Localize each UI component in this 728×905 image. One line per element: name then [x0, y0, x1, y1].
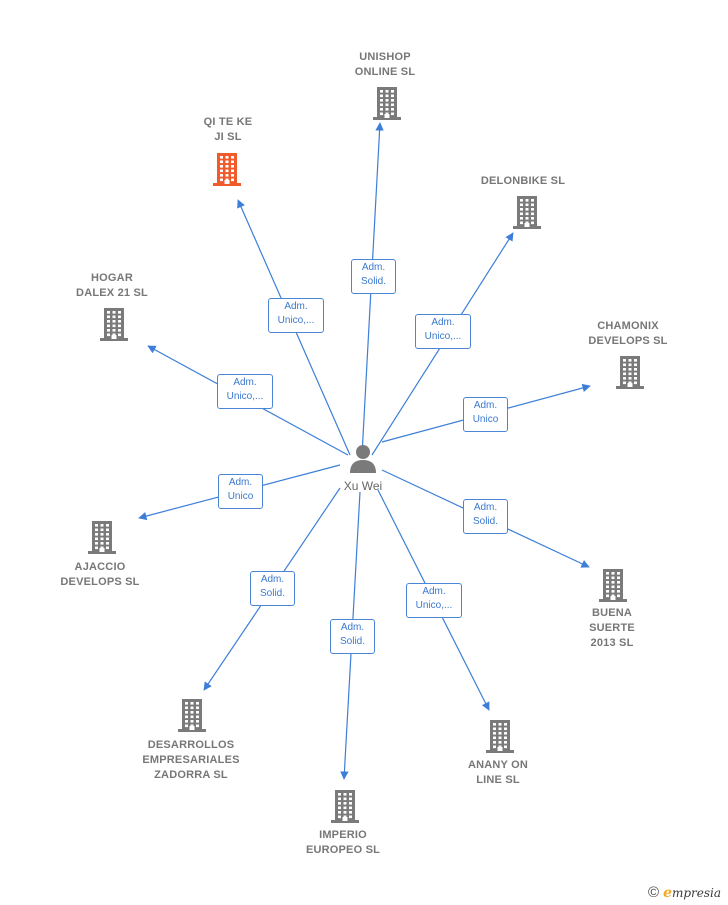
brand-logo: empresia — [663, 884, 722, 901]
footer-brand: © empresia — [648, 884, 721, 901]
company-label-hogar[interactable]: HOGAR DALEX 21 SL — [76, 272, 148, 299]
company-node-unishop[interactable] — [371, 86, 403, 125]
person-icon — [350, 445, 376, 473]
edge-label-qiteke[interactable]: Adm. Unico,... — [268, 298, 324, 333]
company-node-chamonix[interactable] — [614, 355, 646, 394]
company-label-buena[interactable]: BUENA SUERTE 2013 SL — [589, 607, 635, 649]
company-label-anany[interactable]: ANANY ON LINE SL — [467, 759, 529, 786]
copyright-icon: © — [648, 884, 660, 901]
company-node-ajaccio[interactable] — [86, 520, 118, 559]
company-node-buena[interactable] — [597, 568, 629, 607]
building-icon — [213, 153, 241, 186]
edge-label-desarrollos[interactable]: Adm. Solid. — [250, 571, 295, 606]
edge-label-anany[interactable]: Adm. Unico,... — [406, 583, 462, 618]
building-icon — [486, 720, 514, 753]
person-node[interactable] — [347, 442, 379, 474]
building-icon — [178, 699, 206, 732]
company-label-unishop[interactable]: UNISHOP ONLINE SL — [354, 51, 416, 78]
building-icon — [100, 308, 128, 341]
edge-label-hogar[interactable]: Adm. Unico,... — [217, 374, 273, 409]
company-node-delonbike[interactable] — [511, 195, 543, 234]
building-icon — [373, 87, 401, 120]
company-node-imperio[interactable] — [329, 789, 361, 828]
company-label-chamonix[interactable]: CHAMONIX DEVELOPS SL — [588, 320, 668, 347]
edge-label-ajaccio[interactable]: Adm. Unico — [218, 474, 263, 509]
company-label-imperio[interactable]: IMPERIO EUROPEO SL — [305, 829, 381, 856]
building-icon — [599, 569, 627, 602]
building-icon — [513, 196, 541, 229]
building-icon — [88, 521, 116, 554]
building-icon — [331, 790, 359, 823]
company-node-anany[interactable] — [484, 719, 516, 758]
company-node-desarrollos[interactable] — [176, 698, 208, 737]
building-icon — [616, 356, 644, 389]
company-label-qiteke[interactable]: QI TE KE JI SL — [203, 116, 253, 143]
edge-label-chamonix[interactable]: Adm. Unico — [463, 397, 508, 432]
edge-label-buena[interactable]: Adm. Solid. — [463, 499, 508, 534]
company-node-qiteke[interactable] — [211, 152, 243, 191]
company-label-desarrollos[interactable]: DESARROLLOS EMPRESARIALES ZADORRA SL — [142, 739, 240, 781]
edge-label-imperio[interactable]: Adm. Solid. — [330, 619, 375, 654]
company-label-ajaccio[interactable]: AJACCIO DEVELOPS SL — [60, 561, 140, 588]
edge-label-delonbike[interactable]: Adm. Unico,... — [415, 314, 471, 349]
company-label-delonbike[interactable]: DELONBIKE SL — [480, 175, 566, 187]
edge-label-unishop[interactable]: Adm. Solid. — [351, 259, 396, 294]
person-name: Xu Wei — [343, 479, 383, 493]
company-node-hogar[interactable] — [98, 307, 130, 346]
